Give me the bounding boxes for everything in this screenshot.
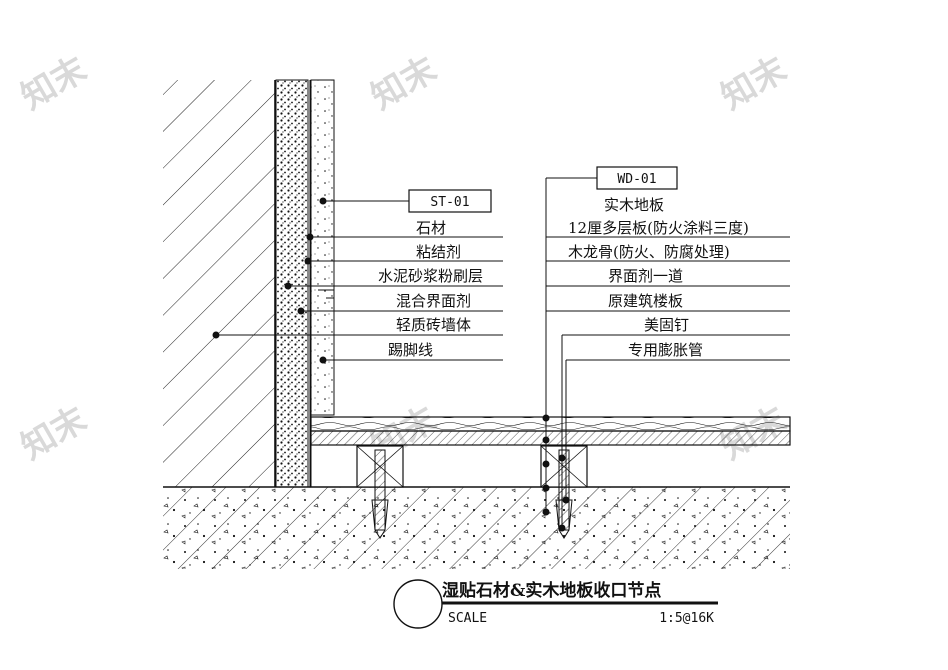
label-adhesive: 粘结剂 <box>416 243 461 261</box>
tag-box-st01 <box>408 189 492 213</box>
label-timber-joist: 木龙骨(防火、防腐处理) <box>568 243 730 261</box>
screw-left <box>371 449 389 539</box>
tag-st01: ST-01 <box>430 195 469 210</box>
label-slab: 原建筑楼板 <box>608 292 683 310</box>
watermark-1: 知末 <box>15 49 94 118</box>
tag-box-wd01 <box>596 166 678 190</box>
label-brick-wall: 轻质砖墙体 <box>396 316 471 334</box>
watermark-4: 知末 <box>15 399 94 468</box>
watermark-3: 知末 <box>715 49 794 118</box>
brick-wall <box>163 80 275 487</box>
label-screw: 美固钉 <box>644 316 689 334</box>
scale-value: 1:5@16K <box>659 611 714 626</box>
floor-slab-aggregate <box>163 487 790 569</box>
stone-panel <box>310 79 335 416</box>
drawing-title: 湿贴石材&实木地板收口节点 <box>442 580 661 601</box>
label-stone: 石材 <box>416 219 446 237</box>
skirting-notch <box>318 289 335 299</box>
label-plaster: 水泥砂浆粉刷层 <box>378 267 483 285</box>
label-interface-coat: 界面剂一道 <box>608 267 683 285</box>
label-skirting: 踢脚线 <box>388 341 433 359</box>
tag-wd01: WD-01 <box>617 172 656 187</box>
title-circle <box>393 579 443 629</box>
scale-label: SCALE <box>448 611 487 626</box>
plaster-layer <box>275 79 309 488</box>
plywood-layer <box>310 430 791 446</box>
label-solid-wood-floor: 实木地板 <box>604 196 664 214</box>
right-leaders <box>542 177 790 532</box>
title-block: 湿贴石材&实木地板收口节点 SCALE 1:5@16K <box>393 579 718 629</box>
wood-flooring <box>310 416 791 432</box>
watermark-2: 知末 <box>365 49 444 118</box>
left-leaders <box>212 197 503 364</box>
label-expansion-tube: 专用膨胀管 <box>628 341 703 359</box>
label-interface-agent: 混合界面剂 <box>396 292 471 310</box>
label-plywood: 12厘多层板(防火涂料三度) <box>568 219 749 237</box>
